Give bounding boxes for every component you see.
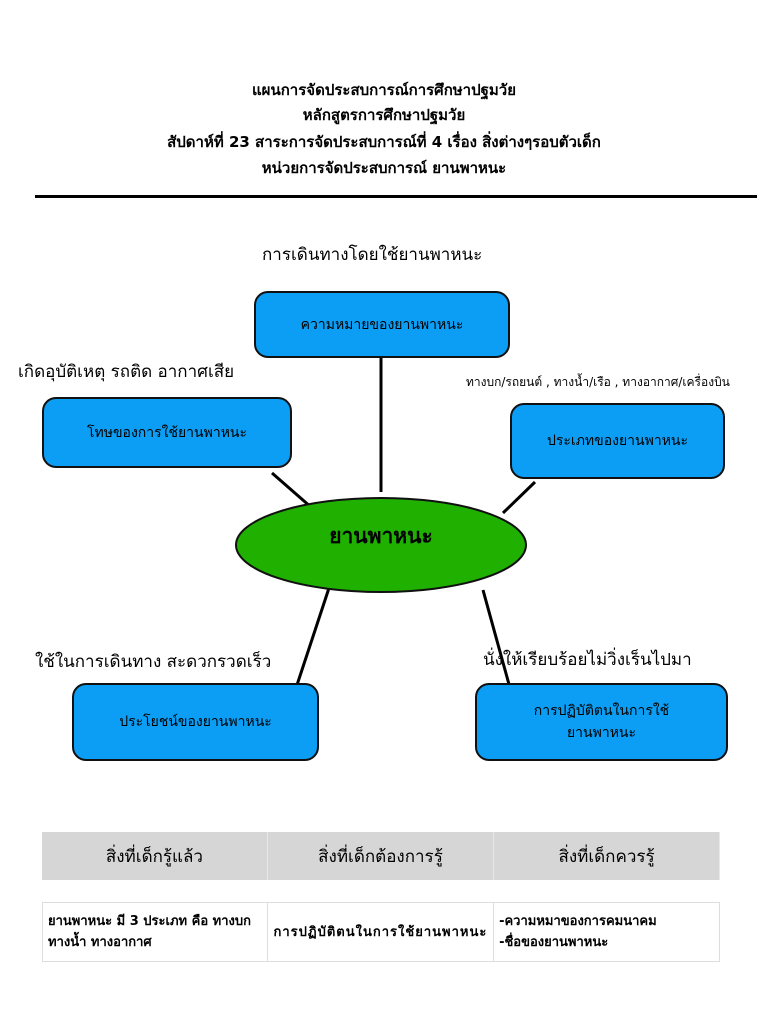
left-label: เกิดอุบัติเหตุ รถติด อากาศเสีย [18,362,235,382]
header-want-to-know: สิ่งที่เด็กต้องการรู้ [267,832,495,880]
header-should-know: สิ่งที่เด็กควรรู้ [493,832,720,880]
box-conduct-line1: การปฏิบัติตนในการใช้ [533,703,670,719]
knowledge-table-header: สิ่งที่เด็กรู้แล้ว สิ่งที่เด็กต้องการรู้… [42,832,720,880]
center-node-label: ยานพาหนะ [329,524,433,548]
right-label: ทางบก/รถยนต์ , ทางน้ำ/เรือ , ทางอากาศ/เค… [466,375,730,389]
table-row: ยานพาหนะ มี 3 ประเภท คือ ทางบก ทางน้ำ ทา… [41,902,720,962]
bottom-left-label: ใช้ในการเดินทาง สะดวกรวดเร็ว [35,652,272,672]
divider [35,195,757,198]
header-known: สิ่งที่เด็กรู้แล้ว [42,832,268,880]
connector-left [271,471,313,510]
top-label: การเดินทางโดยใช้ยานพาหนะ [262,245,483,265]
should-know-item-2: -ชื่อของยานพาหนะ [499,935,609,950]
box-harm-label: โทษของการใช้ยานพาหนะ [86,424,248,441]
cell-should-know: -ความหมาของการคมนาคม -ชื่อของยานพาหนะ [493,902,720,962]
box-benefit-label: ประโยชน์ของยานพาหนะ [119,714,272,730]
connector-bottom-right [481,589,512,689]
box-benefit: ประโยชน์ของยานพาหนะ [72,683,319,761]
bottom-right-label: นั่งให้เรียบร้อยไม่วิ่งเร็นไปมา [483,650,692,670]
connector-bottom-left [294,584,332,689]
box-types-label: ประเภทของยานพาหนะ [546,433,689,449]
knowledge-table-body: ยานพาหนะ มี 3 ประเภท คือ ทางบก ทางน้ำ ทา… [41,902,720,962]
cell-known: ยานพาหนะ มี 3 ประเภท คือ ทางบก ทางน้ำ ทา… [41,902,269,962]
doc-title: แผนการจัดประสบการณ์การศึกษาปฐมวัย [252,81,516,99]
box-types: ประเภทของยานพาหนะ [510,403,725,479]
connector-right [501,480,537,515]
box-meaning-label: ความหมายของยานพาหนะ [300,316,464,333]
should-know-item-1: -ความหมาของการคมนาคม [499,914,657,929]
cell-want-to-know: การปฏิบัติตนในการใช้ยานพาหนะ [267,902,495,962]
box-meaning: ความหมายของยานพาหนะ [254,291,510,358]
week-title: สัปดาห์ที่ 23 สาระการจัดประสบการณ์ที่ 4 … [167,133,601,151]
curriculum-title: หลักสูตรการศึกษาปฐมวัย [302,106,466,124]
center-node [235,497,527,593]
unit-title: หน่วยการจัดประสบการณ์ ยานพาหนะ [261,159,507,177]
box-conduct-line2: ยานพาหนะ [566,725,637,741]
box-conduct: การปฏิบัติตนในการใช้ ยานพาหนะ [475,683,728,761]
box-harm: โทษของการใช้ยานพาหนะ [42,397,292,468]
